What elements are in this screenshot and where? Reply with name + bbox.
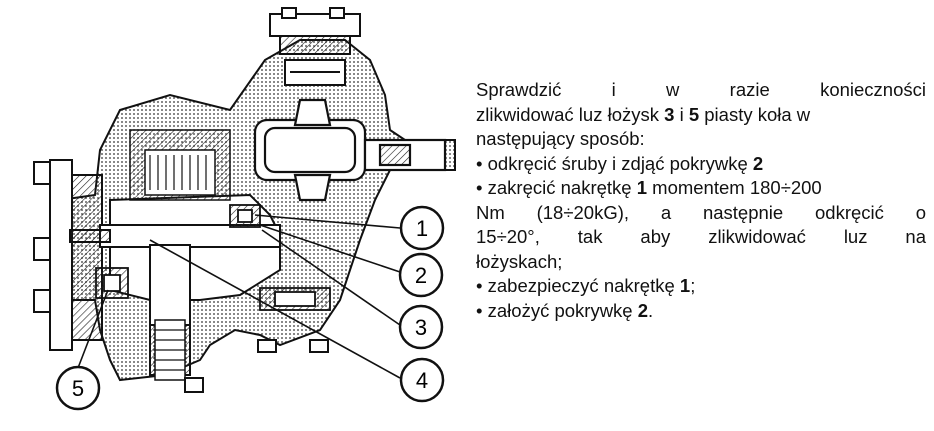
callout-2: 2 <box>398 252 444 298</box>
leader-lines <box>77 214 401 379</box>
svg-text:4: 4 <box>416 368 428 393</box>
step-2: • zakręcić nakrętkę 1 momentem 180÷200 N… <box>476 176 926 274</box>
callout-1: 1 <box>399 205 445 251</box>
step-3: • zabezpieczyć nakrętkę 1; <box>476 275 696 296</box>
callout-5: 5 <box>55 365 101 411</box>
step-2-line-1: • zakręcić nakrętkę 1 momentem 180÷200 <box>476 177 822 198</box>
step-2-line-4: łożyskach; <box>476 250 563 272</box>
intro-line-3: następujący sposób: <box>476 128 645 149</box>
gear-set <box>129 129 231 381</box>
callout-3: 3 <box>398 304 444 350</box>
bottom-bolts <box>184 339 329 393</box>
svg-text:3: 3 <box>415 315 427 340</box>
step-2-line-3: 15÷20°, tak aby zlikwidować luz na <box>476 226 926 247</box>
svg-text:2: 2 <box>415 263 427 288</box>
intro-line-2: zlikwidować luz łożysk 3 i 5 piasty koła… <box>476 103 811 125</box>
step-2-line-2: Nm (18÷20kG), a następnie odkręcić o <box>476 201 926 223</box>
intro-line-1: Sprawdzić i w razie konieczności <box>476 79 926 100</box>
cardan-joint <box>253 98 447 202</box>
svg-text:1: 1 <box>416 216 428 241</box>
spindle <box>69 224 281 376</box>
intro-paragraph: Sprawdzić i w razie konieczności zlikwid… <box>476 78 926 152</box>
step-1: • odkręcić śruby i zdjąć pokrywkę 2 <box>476 152 764 174</box>
callout-4: 4 <box>399 357 445 403</box>
hub-assembly-drawing: 1 2 3 4 5 <box>0 0 470 426</box>
lower-bearing <box>259 287 331 311</box>
left-flange-bolts <box>33 159 103 351</box>
top-bolt-flange <box>269 7 361 86</box>
hub-cross-section-svg: 1 2 3 4 5 <box>33 7 456 411</box>
instructions-text: Sprawdzić i w razie konieczności zlikwid… <box>476 78 926 323</box>
bearing-3 <box>229 204 261 228</box>
bearing-5 <box>95 267 129 299</box>
step-4: • założyć pokrywkę 2. <box>476 299 654 321</box>
svg-text:5: 5 <box>72 376 84 401</box>
